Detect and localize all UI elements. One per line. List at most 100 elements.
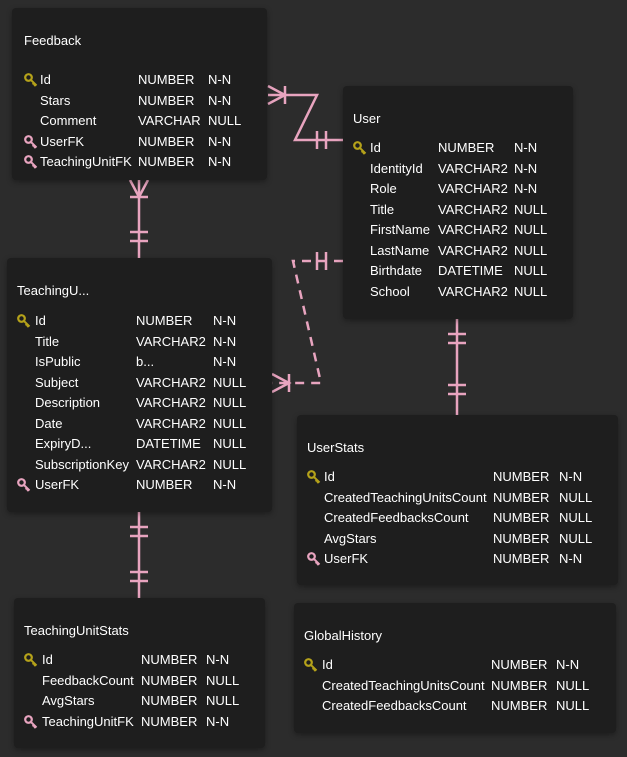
- bars-user-teachingunit: [315, 252, 328, 270]
- field-name: Id: [322, 657, 333, 672]
- field-nullability: NULL: [514, 263, 548, 278]
- field-type: NUMBER: [491, 677, 548, 693]
- foreign-key-icon: [307, 552, 321, 566]
- field-type: NUMBER: [493, 551, 550, 566]
- entity-title: GlobalHistory: [304, 628, 383, 643]
- field-type: VARCHAR2: [438, 242, 508, 258]
- field-name: Stars: [40, 92, 71, 108]
- field-type: NUMBER: [493, 510, 550, 525]
- field-type: VARCHAR2: [136, 333, 206, 349]
- field-nullability: NULL: [514, 201, 548, 217]
- field-name: Id: [40, 72, 51, 87]
- field-nullability: N-N: [514, 160, 538, 176]
- foreign-key-icon: [24, 714, 38, 729]
- field-nullability: NULL: [556, 698, 590, 713]
- field-nullability: N-N: [213, 313, 237, 328]
- connector-user-teachingunit: [272, 259, 343, 385]
- field-row[interactable]: Id NUMBER N-N: [297, 467, 618, 488]
- field-name: IsPublic: [35, 354, 81, 369]
- field-nullability: NULL: [514, 242, 548, 258]
- field-type: NUMBER: [491, 698, 548, 713]
- field-type: b...: [136, 354, 155, 369]
- field-type: NUMBER: [136, 313, 193, 328]
- field-type: NUMBER: [141, 713, 198, 729]
- field-nullability: N-N: [208, 92, 232, 108]
- field-nullability: N-N: [206, 713, 230, 729]
- crowfoot-feedback-user: [267, 84, 288, 106]
- field-name: Description: [35, 395, 101, 410]
- bars-userstats-user: [448, 383, 466, 396]
- primary-key-icon: [307, 470, 321, 484]
- primary-key-icon: [304, 658, 318, 672]
- entity-title: UserStats: [307, 440, 365, 455]
- field-name: IdentityId: [370, 160, 423, 176]
- field-name: Title: [370, 201, 395, 217]
- field-type: NUMBER: [493, 469, 550, 484]
- field-nullability: NULL: [206, 693, 240, 708]
- bars-user-userstats: [448, 332, 466, 345]
- field-name: Id: [42, 652, 53, 667]
- field-name: CreatedTeachingUnitsCount: [324, 489, 487, 505]
- field-name: SubscriptionKey: [35, 456, 129, 472]
- field-nullability: NULL: [213, 415, 247, 431]
- field-nullability: N-N: [556, 657, 580, 672]
- field-type: VARCHAR2: [438, 181, 508, 196]
- field-nullability: NULL: [208, 113, 242, 128]
- field-nullability: N-N: [208, 133, 232, 149]
- field-nullability: N-N: [514, 181, 538, 196]
- field-nullability: N-N: [559, 469, 583, 484]
- field-type: NUMBER: [138, 72, 195, 87]
- field-type: VARCHAR: [138, 113, 201, 128]
- field-type: DATETIME: [136, 436, 201, 451]
- connector-feedback-user: [268, 93, 343, 142]
- field-nullability: NULL: [213, 436, 247, 451]
- field-name: UserFK: [324, 551, 369, 566]
- field-type: NUMBER: [136, 477, 193, 492]
- field-nullability: N-N: [206, 652, 230, 667]
- foreign-key-icon: [24, 134, 38, 149]
- field-type: NUMBER: [138, 154, 195, 169]
- entity-title: TeachingUnitStats: [24, 623, 129, 638]
- field-name: Id: [324, 469, 335, 484]
- entity-title: TeachingU...: [17, 283, 90, 298]
